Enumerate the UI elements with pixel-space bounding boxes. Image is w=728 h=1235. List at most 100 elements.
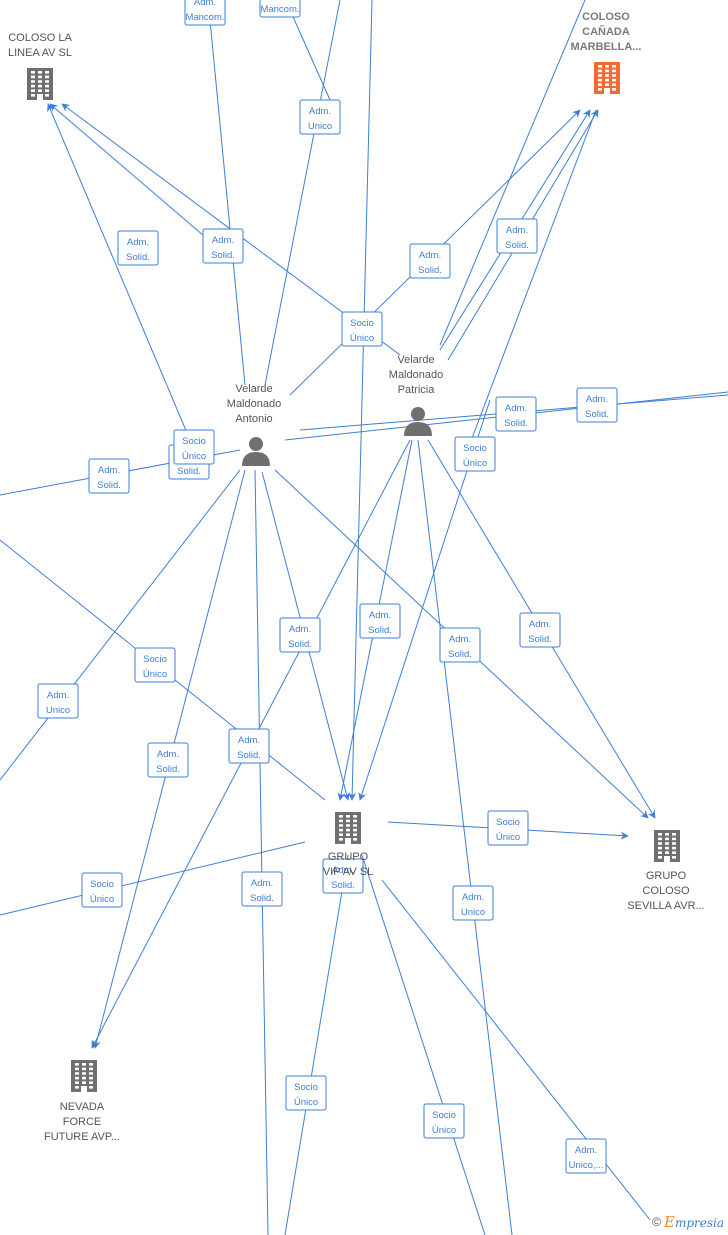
edge-label-text: Unico bbox=[46, 705, 70, 716]
edge-role-label[interactable]: Adm.Solid. bbox=[322, 858, 364, 894]
edge-role-label[interactable]: Adm.Solid. bbox=[202, 228, 244, 264]
building-window bbox=[665, 842, 669, 845]
node-label: Maldonado bbox=[227, 398, 281, 410]
building-window bbox=[89, 1063, 93, 1066]
building-window bbox=[31, 71, 35, 74]
building-window bbox=[31, 94, 35, 97]
node-label: SEVILLA AVR... bbox=[627, 900, 704, 912]
edge-role-label[interactable]: Adm.Mancom. bbox=[259, 0, 301, 18]
edge-label-box bbox=[519, 612, 561, 648]
edge-role-label[interactable]: Adm.Solid. bbox=[409, 243, 451, 279]
edge-label-text: Solid. bbox=[418, 265, 442, 276]
building-icon bbox=[27, 68, 53, 100]
edge-role-label[interactable]: Adm.Solid. bbox=[228, 728, 270, 764]
person-head bbox=[411, 407, 425, 421]
edge-label-text: Solid. bbox=[368, 625, 392, 636]
building-window bbox=[665, 837, 669, 841]
building-window bbox=[38, 89, 42, 92]
edge-role-label[interactable]: Adm.Solid. bbox=[439, 627, 481, 663]
edge-line bbox=[289, 9, 331, 101]
edge-label-text: Socio bbox=[496, 817, 520, 828]
edge-role-label[interactable]: Adm. Solid. bbox=[495, 396, 537, 432]
edge-label-box bbox=[439, 627, 481, 663]
edge-role-label[interactable]: Adm.Mancom. bbox=[184, 0, 226, 26]
edge-label-text: Adm. bbox=[238, 735, 260, 746]
building-window bbox=[672, 842, 676, 845]
edge-label-box bbox=[279, 617, 321, 653]
edge-label-box bbox=[299, 99, 341, 135]
edge-role-label[interactable]: Adm.Unico bbox=[37, 683, 79, 719]
edge-role-label[interactable]: Adm.Solid. bbox=[147, 742, 189, 778]
edge-role-label[interactable]: Adm.Solid. bbox=[496, 218, 538, 254]
edge-label-box bbox=[241, 871, 283, 907]
edge-label-box bbox=[341, 311, 383, 347]
building-window bbox=[598, 78, 602, 82]
node-label: Velarde bbox=[235, 383, 272, 395]
edge-label-box bbox=[147, 742, 189, 778]
edge-role-label[interactable]: Adm.Unico,... bbox=[565, 1138, 607, 1174]
edge-label-text: Unico bbox=[461, 907, 485, 918]
edge-label-text: Adm. bbox=[529, 619, 551, 630]
building-window bbox=[31, 80, 35, 83]
building-window bbox=[672, 833, 676, 836]
edge-line bbox=[459, 109, 597, 471]
edge-label-text: Adm. bbox=[505, 403, 527, 414]
building-window bbox=[346, 833, 350, 836]
edge-role-label[interactable]: Adm.Solid. bbox=[576, 387, 618, 423]
building-window bbox=[346, 815, 350, 818]
edge-label-text: Solid. bbox=[250, 893, 274, 904]
building-window bbox=[339, 833, 343, 836]
building-window bbox=[353, 815, 357, 818]
edge-label-text: Socio bbox=[143, 654, 167, 665]
edge-label-box bbox=[173, 429, 215, 465]
building-window bbox=[658, 846, 662, 850]
building-window bbox=[89, 1086, 93, 1089]
edge-label-text: Solid. bbox=[528, 634, 552, 645]
edge-label-text: Unico bbox=[308, 121, 332, 132]
node-label: COLOSO bbox=[582, 11, 630, 23]
building-window bbox=[82, 1063, 86, 1066]
edge-role-label[interactable]: Adm.Solid. bbox=[88, 458, 130, 494]
edge-label-box bbox=[423, 1103, 465, 1139]
company-node[interactable]: COLOSOCAÑADAMARBELLA... bbox=[571, 11, 642, 94]
edge-role-label[interactable]: Adm. Solid. bbox=[519, 612, 561, 648]
building-window bbox=[672, 837, 676, 841]
edge-label-text: Solid. bbox=[504, 418, 528, 429]
edge-label-box bbox=[228, 728, 270, 764]
edge-label-text: Socio bbox=[432, 1110, 456, 1121]
edge-role-label[interactable]: Adm.Solid. bbox=[117, 230, 159, 266]
building-window bbox=[82, 1072, 86, 1075]
building-window bbox=[31, 89, 35, 92]
edge-role-label[interactable]: Adm. Unico bbox=[299, 99, 341, 135]
node-label: GRUPO bbox=[646, 870, 687, 882]
edge-role-label[interactable]: Adm.Solid. bbox=[359, 603, 401, 639]
building-window bbox=[598, 65, 602, 68]
edge-role-label[interactable]: Adm.Unico bbox=[452, 885, 494, 921]
building-window bbox=[75, 1063, 79, 1066]
building-window bbox=[339, 824, 343, 827]
building-window bbox=[38, 71, 42, 74]
building-window bbox=[75, 1086, 79, 1089]
building-window bbox=[353, 819, 357, 823]
edge-role-label[interactable]: Adm.Solid. bbox=[241, 871, 283, 907]
edge-label-text: Adm. bbox=[586, 394, 608, 405]
building-window bbox=[339, 815, 343, 818]
edge-label-text: Adm. bbox=[309, 106, 331, 117]
building-window bbox=[89, 1072, 93, 1075]
building-window bbox=[45, 84, 49, 88]
edge-role-label[interactable]: Adm.Solid. bbox=[279, 617, 321, 653]
